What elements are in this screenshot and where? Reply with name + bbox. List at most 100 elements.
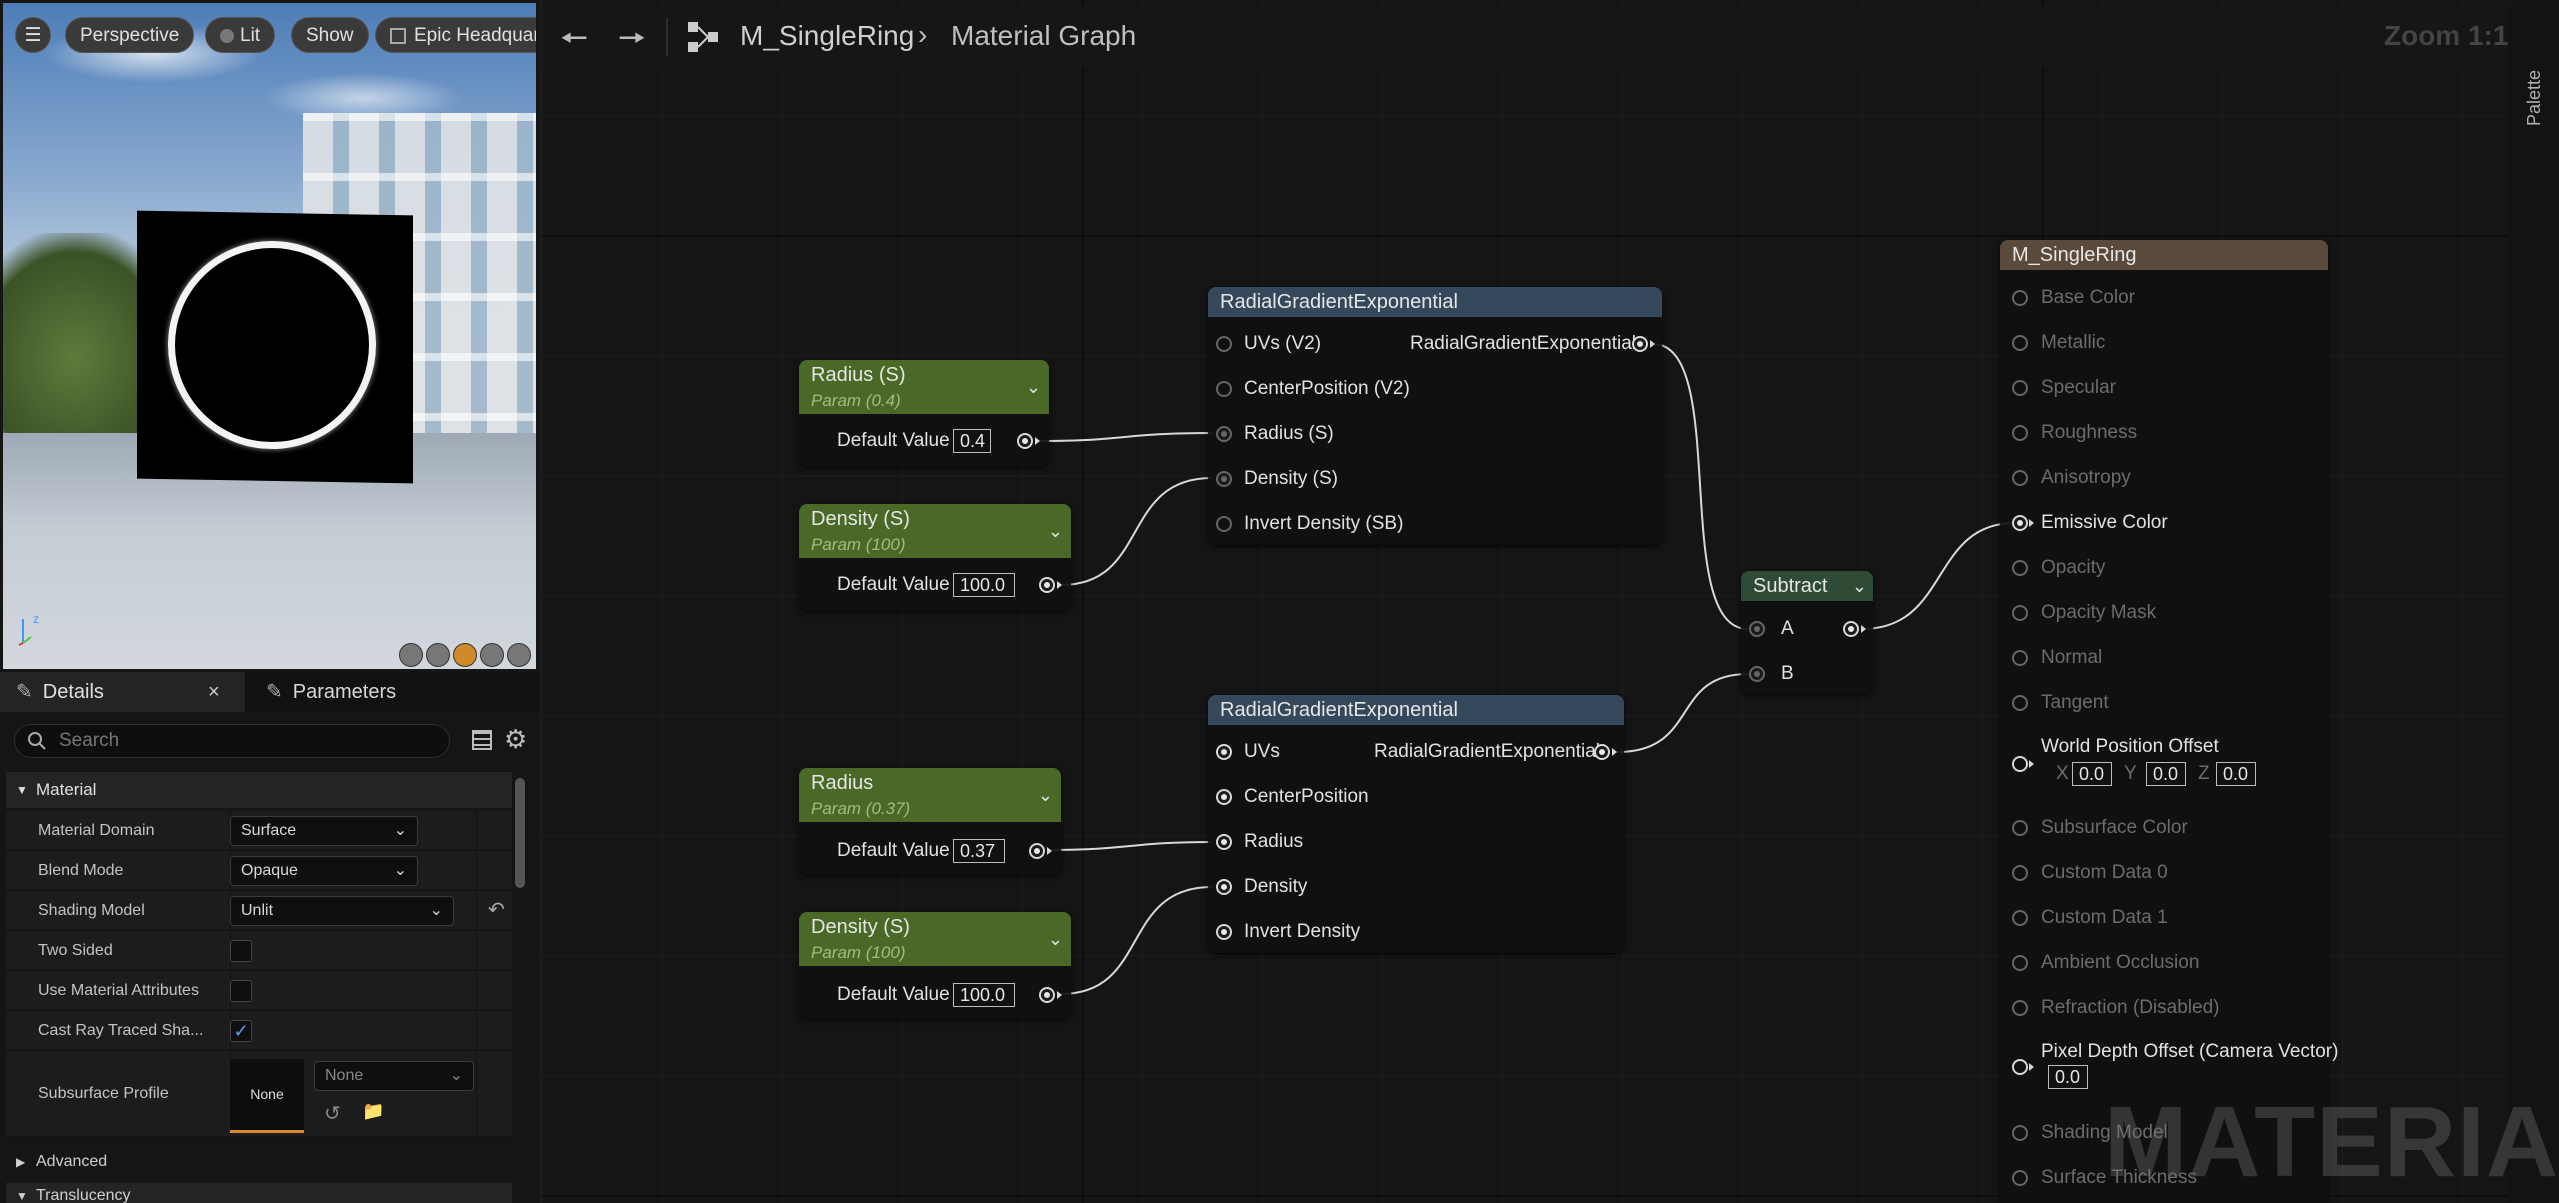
settings-gear-icon[interactable]: ⚙ bbox=[504, 724, 528, 754]
input-pin[interactable] bbox=[2012, 470, 2028, 486]
level-button[interactable]: Epic Headquar bbox=[375, 17, 536, 53]
radial-gradient-node-2[interactable]: RadialGradientExponential UVs CenterPosi… bbox=[1208, 695, 1624, 953]
input-pin[interactable] bbox=[1216, 834, 1232, 850]
input-pin[interactable] bbox=[2012, 380, 2028, 396]
default-value-input[interactable]: 0.4 bbox=[953, 429, 991, 453]
output-pin[interactable] bbox=[1017, 433, 1033, 449]
output-pin[interactable] bbox=[1029, 843, 1045, 859]
subsurface-profile-combo[interactable]: None⌄ bbox=[314, 1061, 474, 1091]
shading-model-combo[interactable]: Unlit⌄ bbox=[230, 896, 454, 926]
output-pin[interactable] bbox=[1594, 744, 1610, 760]
plane-icon[interactable] bbox=[453, 643, 477, 667]
input-pin[interactable] bbox=[1216, 879, 1232, 895]
input-pin[interactable] bbox=[2012, 560, 2028, 576]
input-pin[interactable] bbox=[1216, 426, 1232, 442]
param-node-density-2[interactable]: Density (S) Param (100) ⌄ Default Value … bbox=[799, 912, 1071, 1018]
pdo-input-pin[interactable] bbox=[2012, 1059, 2028, 1075]
input-pin[interactable] bbox=[2012, 1125, 2028, 1141]
output-pin[interactable] bbox=[1632, 336, 1648, 352]
radial-gradient-node-1[interactable]: RadialGradientExponential UVs (V2) Cente… bbox=[1208, 287, 1662, 545]
perspective-button[interactable]: Perspective bbox=[65, 17, 195, 53]
output-pin[interactable] bbox=[1039, 577, 1055, 593]
input-pin[interactable] bbox=[1216, 381, 1232, 397]
input-pin-b[interactable] bbox=[1749, 666, 1765, 682]
input-pin[interactable] bbox=[2012, 290, 2028, 306]
wpo-z-input[interactable]: 0.0 bbox=[2216, 762, 2256, 786]
details-search-input[interactable]: Search bbox=[14, 724, 450, 758]
subtract-node[interactable]: Subtract ⌄ A B bbox=[1741, 571, 1873, 693]
param-node-density[interactable]: Density (S) Param (100) ⌄ Default Value … bbox=[799, 504, 1071, 610]
details-scrollbar[interactable] bbox=[515, 778, 525, 888]
close-icon[interactable]: × bbox=[208, 681, 220, 703]
param-node-radius[interactable]: Radius (S) Param (0.4) ⌄ Default Value 0… bbox=[799, 360, 1049, 466]
lit-icon bbox=[220, 29, 234, 43]
back-arrow-icon[interactable]: 🠔 bbox=[560, 20, 589, 56]
palette-label[interactable]: Palette bbox=[2524, 69, 2544, 126]
input-pin[interactable] bbox=[2012, 1000, 2028, 1016]
default-value-input[interactable]: 0.37 bbox=[953, 839, 1005, 863]
input-pin[interactable] bbox=[1216, 924, 1232, 940]
menu-button[interactable]: ☰ bbox=[15, 17, 51, 53]
pdo-input[interactable]: 0.0 bbox=[2048, 1065, 2088, 1089]
two-sided-checkbox[interactable] bbox=[230, 940, 252, 962]
category-translucency[interactable]: ▼ Translucency bbox=[6, 1183, 512, 1203]
output-pin[interactable] bbox=[1039, 987, 1055, 1003]
browse-icon[interactable]: 📁 bbox=[362, 1101, 385, 1121]
chevron-down-icon[interactable]: ⌄ bbox=[1025, 377, 1041, 397]
breadcrumb-asset[interactable]: M_SingleRing bbox=[740, 20, 915, 51]
material-domain-combo[interactable]: Surface⌄ bbox=[230, 816, 418, 846]
input-pin[interactable] bbox=[1216, 516, 1232, 532]
category-material[interactable]: ▼ Material bbox=[6, 772, 512, 808]
input-pin[interactable] bbox=[2012, 425, 2028, 441]
input-pin[interactable] bbox=[2012, 865, 2028, 881]
input-pin[interactable] bbox=[2012, 695, 2028, 711]
tab-details[interactable]: ✎Details × bbox=[0, 672, 245, 712]
input-pin[interactable] bbox=[2012, 335, 2028, 351]
chevron-down-icon[interactable]: ⌄ bbox=[1037, 785, 1053, 805]
input-pin[interactable] bbox=[2012, 820, 2028, 836]
chevron-down-icon[interactable]: ⌄ bbox=[1047, 521, 1063, 541]
lit-button[interactable]: Lit bbox=[205, 17, 276, 53]
input-pin[interactable] bbox=[2012, 955, 2028, 971]
default-value-input[interactable]: 100.0 bbox=[953, 983, 1015, 1007]
category-advanced[interactable]: ▶ Advanced bbox=[6, 1145, 512, 1179]
show-button[interactable]: Show bbox=[291, 17, 369, 53]
use-material-attributes-checkbox[interactable] bbox=[230, 980, 252, 1002]
cube-icon[interactable] bbox=[480, 643, 504, 667]
custom-mesh-icon[interactable] bbox=[507, 643, 531, 667]
cast-ray-traced-shadows-checkbox[interactable]: ✓ bbox=[230, 1020, 252, 1042]
preview-shape-buttons[interactable] bbox=[399, 643, 535, 667]
palette-tab[interactable] bbox=[2508, 6, 2559, 1203]
forward-arrow-icon[interactable]: 🠖 bbox=[618, 20, 647, 56]
use-selected-icon[interactable]: ↺ bbox=[324, 1103, 341, 1125]
chevron-down-icon[interactable]: ⌄ bbox=[1047, 929, 1063, 949]
viewport-preview[interactable]: ☰ Perspective Lit Show Epic Headquar z bbox=[0, 0, 539, 672]
input-pin[interactable] bbox=[1216, 744, 1232, 760]
input-pin[interactable] bbox=[1216, 789, 1232, 805]
reset-to-default-icon[interactable]: ↶ bbox=[488, 899, 505, 921]
sphere-icon[interactable] bbox=[426, 643, 450, 667]
emissive-input-pin[interactable] bbox=[2012, 515, 2028, 531]
blend-mode-combo[interactable]: Opaque⌄ bbox=[230, 856, 418, 886]
input-pin[interactable] bbox=[2012, 1170, 2028, 1186]
table-view-icon[interactable] bbox=[472, 730, 492, 750]
input-pin[interactable] bbox=[2012, 605, 2028, 621]
cylinder-icon[interactable] bbox=[399, 643, 423, 667]
expand-arrow-icon: ▶ bbox=[16, 1155, 26, 1169]
wpo-input-pin[interactable] bbox=[2012, 756, 2028, 772]
default-value-label: Default Value bbox=[837, 984, 950, 1005]
subsurface-thumbnail[interactable]: None bbox=[230, 1059, 304, 1133]
input-pin[interactable] bbox=[1216, 336, 1232, 352]
input-pin[interactable] bbox=[2012, 910, 2028, 926]
wpo-y-input[interactable]: 0.0 bbox=[2146, 762, 2186, 786]
tab-parameters[interactable]: ✎Parameters bbox=[250, 672, 430, 712]
default-value-input[interactable]: 100.0 bbox=[953, 573, 1015, 597]
param-node-radius-2[interactable]: Radius Param (0.37) ⌄ Default Value 0.37 bbox=[799, 768, 1061, 874]
output-pin[interactable] bbox=[1843, 621, 1859, 637]
input-pin[interactable] bbox=[1216, 471, 1232, 487]
input-pin-a[interactable] bbox=[1749, 621, 1765, 637]
material-result-node[interactable]: M_SingleRing Base Color Metallic Specula… bbox=[2000, 240, 2338, 1203]
input-pin[interactable] bbox=[2012, 650, 2028, 666]
chevron-down-icon[interactable]: ⌄ bbox=[1851, 576, 1867, 596]
wpo-x-input[interactable]: 0.0 bbox=[2072, 762, 2112, 786]
